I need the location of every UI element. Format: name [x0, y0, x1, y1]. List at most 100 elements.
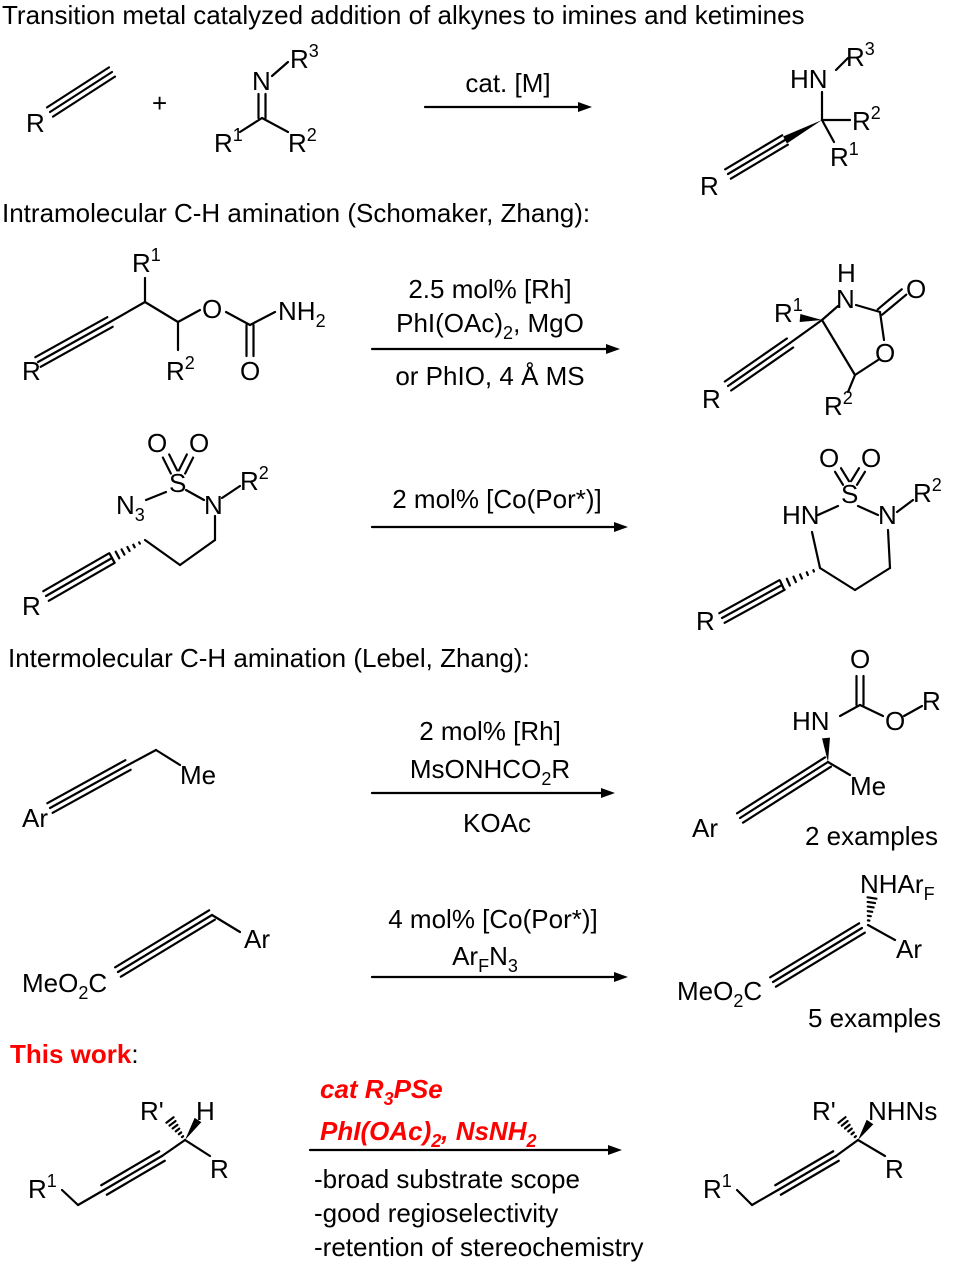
bond [60, 1188, 80, 1207]
bond [108, 300, 147, 324]
wedge-bond [799, 314, 822, 322]
atom-label: HN [790, 64, 828, 94]
bond [183, 1138, 212, 1158]
bond [853, 1135, 858, 1139]
bond [876, 288, 903, 311]
bond [866, 905, 875, 909]
bond [177, 453, 188, 472]
bond [856, 504, 880, 517]
bond [102, 1154, 164, 1192]
atom-label: HN [782, 500, 820, 530]
section-title: This work: [10, 1039, 139, 1069]
bond [820, 118, 836, 144]
atom-label: NHArF​ [860, 869, 935, 904]
bond [210, 913, 242, 934]
bond [47, 561, 116, 602]
atom-label: Me [180, 760, 216, 790]
bond [248, 310, 277, 327]
bond [788, 318, 824, 345]
bond [866, 896, 878, 900]
atom-label: O [875, 338, 895, 368]
bond [114, 909, 211, 969]
wedge-bond [783, 120, 822, 144]
atom-label: R2​ [166, 353, 195, 386]
bond [100, 1150, 161, 1187]
bond [810, 530, 822, 570]
atom-label: R1​ [28, 1171, 57, 1204]
bond [738, 760, 830, 820]
atom-label: O [240, 356, 260, 386]
feature-item: -retention of stereochemistry [314, 1232, 643, 1262]
atom-label: MeO2​C [677, 976, 762, 1011]
bond [36, 320, 112, 364]
atom-label: R1​ [830, 139, 859, 172]
atom-label: R2​ [852, 103, 881, 136]
atom-label: Ar [896, 934, 922, 964]
atom-label: Ar [692, 813, 718, 843]
section-this-work: This work: R1​ R' H R cat R3​PSe PhI(OAc… [10, 1039, 937, 1262]
atom-label: R1​ [774, 295, 803, 328]
bond [837, 1116, 847, 1124]
atom-label: N [252, 66, 271, 96]
reaction-conditions: cat R3​PSe [320, 1074, 443, 1109]
atom-label: O [202, 294, 222, 324]
bond [168, 1119, 177, 1127]
reaction-conditions: ArF​N3​ [452, 941, 518, 976]
atom-label: R [22, 356, 41, 386]
bond [224, 310, 252, 327]
bond [816, 504, 840, 517]
bond [184, 456, 195, 475]
bond [769, 922, 861, 979]
atom-label: R1​ [132, 245, 161, 278]
atom-label: O [885, 706, 905, 736]
bond [51, 768, 132, 814]
bond [34, 316, 109, 359]
reaction-conditions: PhI(OAc)2​, NsNH2​ [320, 1116, 537, 1151]
atom-label: NH2​ [278, 296, 326, 331]
atom-label: R3​ [290, 41, 319, 74]
bond [178, 538, 217, 567]
atom-label: O [189, 428, 209, 458]
atom-label: NHNs [868, 1096, 937, 1126]
bond [902, 704, 924, 718]
bond [160, 1138, 187, 1158]
bond [792, 575, 797, 584]
bond [76, 1188, 106, 1207]
examples-count: 2 examples [805, 821, 938, 851]
bond [126, 748, 158, 767]
reaction-conditions: 2 mol% [Rh] [419, 716, 561, 746]
bond [805, 571, 810, 577]
reaction-arrow-head [608, 1145, 622, 1155]
bond [119, 918, 216, 978]
bond [866, 923, 897, 942]
bond [44, 556, 114, 598]
section-sulfamide-amination: O O S N3​ N R2​ R 2 mol% [Co(Por*)] O O … [22, 428, 942, 636]
bond [834, 1138, 860, 1158]
atom-label: Me [850, 771, 886, 801]
atom-label: O [861, 443, 881, 473]
bond [105, 1159, 166, 1196]
bond [718, 579, 781, 615]
bond [126, 545, 131, 553]
bond [856, 1138, 887, 1158]
bond [834, 56, 850, 72]
bond [820, 304, 840, 322]
bond [723, 588, 786, 624]
bond [730, 346, 795, 392]
bond [120, 548, 126, 556]
reaction-conditions: 2 mol% [Co(Por*)] [392, 484, 602, 514]
reaction-arrow-head [606, 344, 620, 354]
bond [39, 325, 114, 368]
bond [45, 66, 111, 109]
wedge-bond [185, 1117, 202, 1140]
bond [46, 759, 127, 805]
bond [839, 467, 851, 483]
bond [849, 467, 861, 483]
bond [51, 75, 117, 118]
bond [143, 300, 180, 324]
bond [878, 310, 886, 342]
bond [812, 569, 816, 573]
bond [42, 552, 111, 593]
bond [735, 756, 827, 815]
